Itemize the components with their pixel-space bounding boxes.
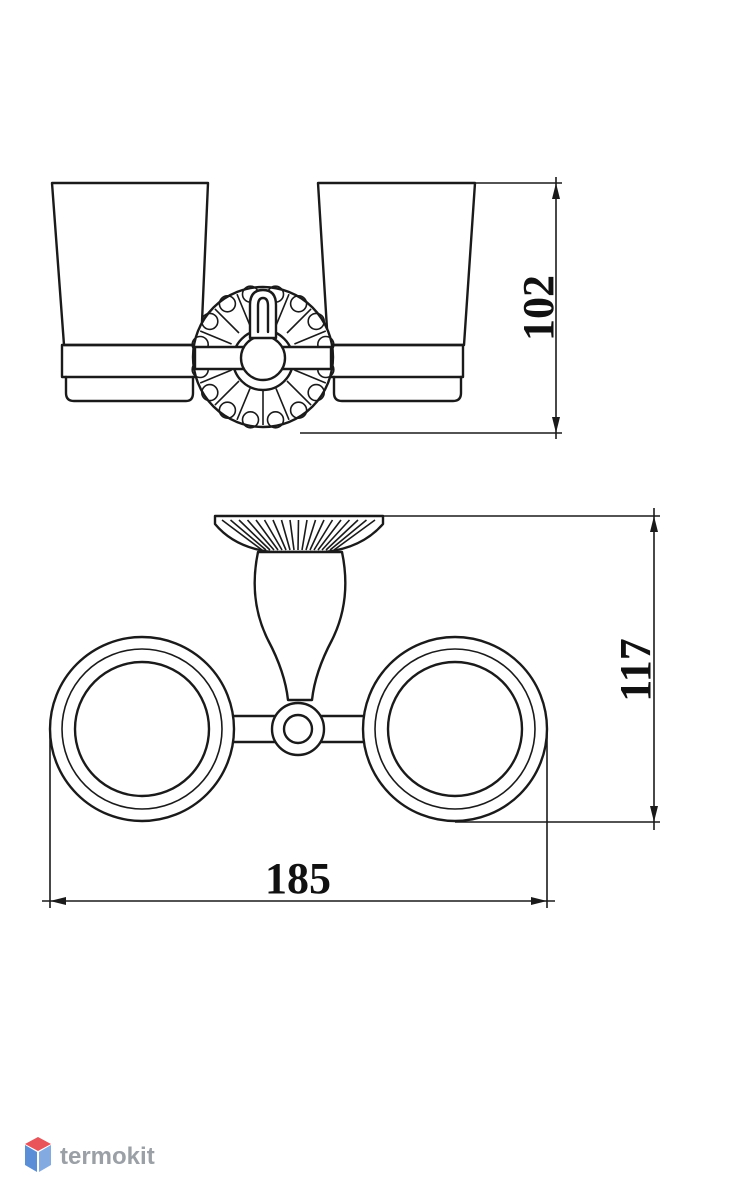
- left-glass: [50, 181, 210, 347]
- left-glass-bottom: [64, 375, 195, 403]
- cube-icon: [25, 1137, 51, 1172]
- wall-rosette: [191, 285, 335, 429]
- right-ring: [361, 635, 549, 823]
- front-view: 117 185: [42, 508, 660, 908]
- dimension-117: 117: [383, 508, 660, 830]
- right-glass-holder-ring: [328, 343, 465, 379]
- watermark-logo: termokit: [25, 1137, 155, 1172]
- dimension-label-102: 102: [514, 275, 563, 341]
- dimension-label-185: 185: [265, 854, 331, 903]
- left-ring: [48, 635, 236, 823]
- left-glass-holder-ring: [60, 343, 197, 379]
- dimension-185: 185: [42, 729, 555, 908]
- dimension-102: 102: [300, 177, 563, 439]
- right-glass-bottom: [332, 375, 463, 403]
- watermark-text: termokit: [60, 1143, 155, 1170]
- side-view: 102: [50, 177, 563, 439]
- holder-stem: [253, 550, 347, 702]
- right-glass: [316, 181, 477, 347]
- dimension-label-117: 117: [611, 638, 660, 702]
